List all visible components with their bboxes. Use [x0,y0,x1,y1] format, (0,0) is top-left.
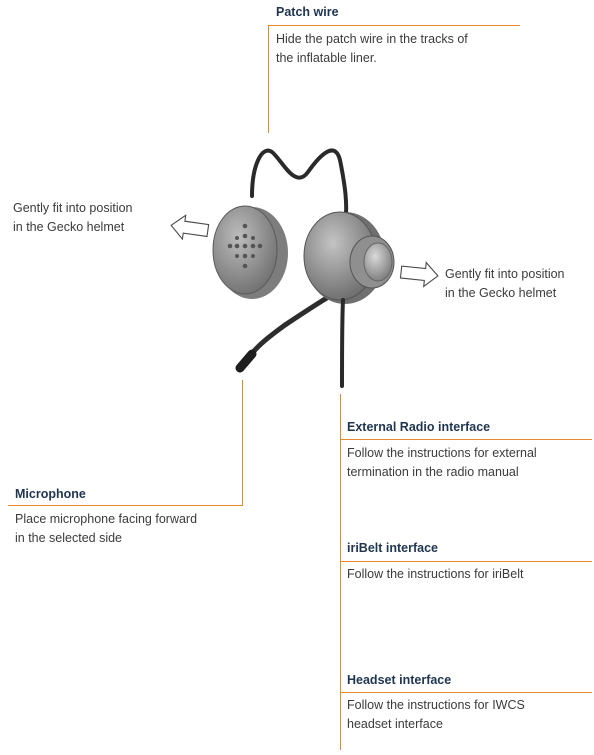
external-radio-line-1: Follow the instructions for external [347,446,537,460]
right-fit-text: Gently fit into position in the Gecko he… [445,265,565,303]
microphone-line-2: in the selected side [15,531,123,545]
patch-wire-line-2: the inflatable liner. [276,51,377,65]
right-fit-line-2: in the Gecko helmet [445,286,557,300]
microphone-text: Place microphone facing forward in the s… [15,510,197,548]
external-radio-title: External Radio interface [347,420,491,434]
headset-line-1: Follow the instructions for IWCS [347,698,525,712]
patch-wire-leader-v [268,25,269,133]
external-radio-leader-h [340,439,592,440]
left-earpiece [212,205,288,299]
down-cable [340,298,345,388]
mic-boom-cable [247,293,333,359]
left-arrow-icon [170,214,210,241]
interface-leader-v [340,394,341,750]
left-fit-line-2: in the Gecko helmet [13,220,125,234]
patch-wire-cable [250,148,349,227]
headset-leader-h [340,692,592,693]
microphone-title: Microphone [15,487,86,501]
patch-wire-text: Hide the patch wire in the tracks of the… [276,30,468,68]
iribelt-leader-h [340,561,592,562]
external-radio-text: Follow the instructions for external ter… [347,444,537,482]
patch-wire-title: Patch wire [276,5,339,19]
left-fit-line-1: Gently fit into position [13,201,133,215]
headset-line-2: headset interface [347,717,443,731]
microphone-capsule [235,349,257,373]
headset-title: Headset interface [347,673,452,687]
right-arrow-icon [399,261,439,288]
iribelt-title: iriBelt interface [347,541,439,555]
microphone-leader-v [242,380,243,506]
patch-wire-leader-h [268,25,520,26]
iribelt-text: Follow the instructions for iriBelt [347,565,523,584]
headset-text: Follow the instructions for IWCS headset… [347,696,525,734]
patch-wire-line-1: Hide the patch wire in the tracks of [276,32,468,46]
iribelt-line-1: Follow the instructions for iriBelt [347,567,524,581]
left-fit-text: Gently fit into position in the Gecko he… [13,199,133,237]
microphone-line-1: Place microphone facing forward [15,512,198,526]
microphone-leader-h [8,505,243,506]
right-earpiece [303,211,395,304]
right-fit-line-1: Gently fit into position [445,267,565,281]
external-radio-line-2: termination in the radio manual [347,465,519,479]
